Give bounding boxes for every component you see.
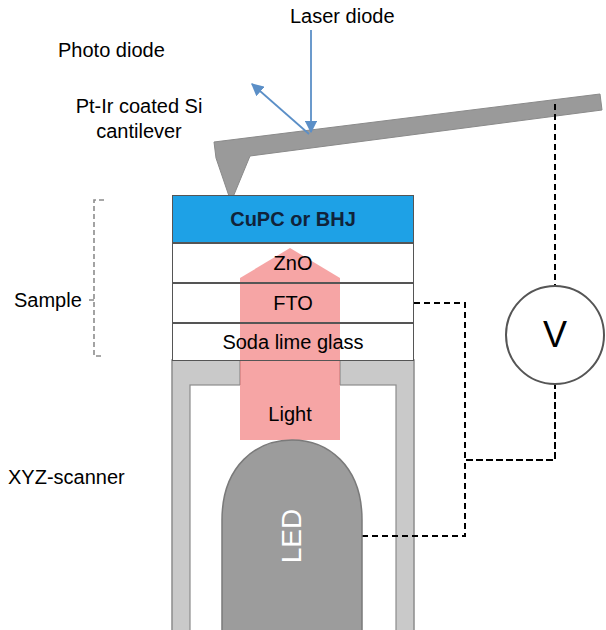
- scanner-label: XYZ-scanner: [8, 465, 158, 490]
- scanner-cavity: [190, 385, 396, 630]
- node-text: CuPC or BHJ: [230, 208, 356, 231]
- node-text: Light: [268, 403, 311, 426]
- wire: [362, 385, 555, 536]
- active-layer: CuPC or BHJ: [172, 195, 414, 243]
- zno-layer: ZnO: [172, 243, 414, 283]
- sample-bracket: [86, 200, 104, 356]
- cantilever-wire: [554, 104, 556, 285]
- node-text: LED: [276, 509, 308, 563]
- reflected-beam: [252, 84, 309, 134]
- laser-beam: [310, 30, 312, 132]
- glass-layer: Soda lime glass: [172, 323, 414, 361]
- node-text: FTO: [273, 292, 313, 315]
- node-text: V: [543, 314, 567, 356]
- sample-label: Sample: [14, 288, 84, 313]
- cantilever-label: Pt-Ir coated Si cantilever: [66, 94, 212, 144]
- node-text: Soda lime glass: [222, 331, 363, 354]
- led-bulb: LED: [222, 440, 362, 630]
- layer-ground: [172, 243, 414, 361]
- laser-label: Laser diode: [290, 4, 430, 29]
- voltmeter: V: [505, 285, 605, 385]
- fto-layer: FTO: [172, 283, 414, 323]
- photodiode-label: Photo diode: [58, 38, 218, 63]
- node-text: ZnO: [274, 252, 313, 275]
- cantilever: [214, 94, 602, 202]
